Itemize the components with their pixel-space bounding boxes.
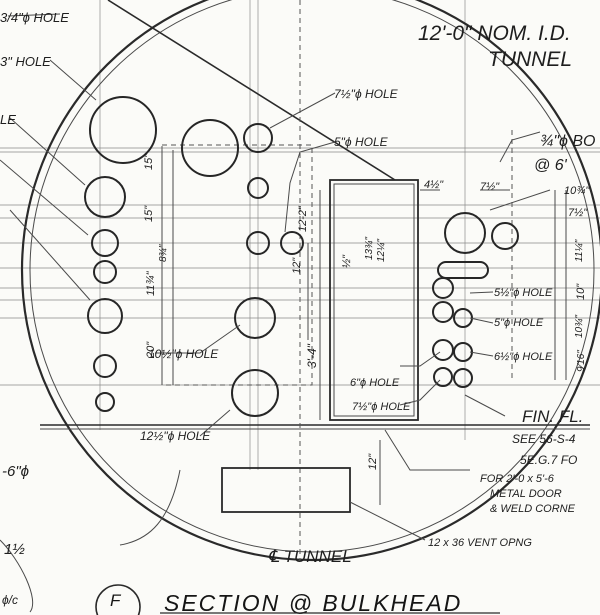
label-left-hole-2: 3" HOLE (0, 54, 51, 69)
hole-5-a (247, 177, 269, 199)
hole-6 (433, 367, 453, 387)
dim-4-12: 4½" (424, 179, 444, 191)
label-door-3: & WELD CORNE (490, 503, 576, 515)
hole-left-3 (93, 260, 117, 284)
label-left-dia: -6"ϕ (2, 463, 29, 480)
left-edge-hook (119, 469, 181, 546)
annotations: 3/4"ϕ HOLE 3" HOLE LE 12'-0" NOM. I.D. T… (0, 10, 595, 607)
hole-12-5 (231, 369, 279, 417)
holes (84, 96, 519, 417)
dim-7-12-b: 7½" (568, 207, 588, 219)
dim-20: 20" (145, 341, 157, 359)
label-hole-5-5a: 5½"ϕ HOLE (494, 287, 553, 299)
dim-7-12: 7½" (480, 181, 500, 193)
hole-5-b (246, 231, 270, 255)
dim-10: 10" (575, 283, 587, 300)
label-fin-fl: FIN. FL. (522, 407, 583, 426)
label-left-frac: 1½ (4, 541, 25, 558)
hole-left-6 (95, 392, 115, 412)
label-bolt-spacing: @ 6' (534, 157, 568, 174)
label-tunnel-word: TUNNEL (488, 48, 572, 71)
dim-3-4: 3'-4" (305, 343, 319, 368)
label-top-left-hole: 3/4"ϕ HOLE (0, 10, 69, 25)
section-marker-circle (95, 584, 141, 615)
hole-right-1 (444, 212, 486, 254)
dim-12: 12" (291, 257, 303, 274)
door-opening (329, 179, 419, 421)
section-title: SECTION @ BULKHEAD (164, 590, 462, 615)
label-hole-5: 5"ϕ HOLE (334, 135, 389, 149)
slot-right (437, 261, 489, 279)
hole-6-5b (453, 342, 473, 362)
diagonal-leader-line (107, 0, 396, 181)
hole-center-large (181, 119, 239, 177)
section-title-block: F SECTION @ BULKHEAD (95, 584, 500, 615)
dimension-lines (161, 150, 567, 505)
vent-opening (221, 467, 351, 513)
dim-half: ½" (341, 254, 353, 268)
leader-lines (0, 13, 551, 541)
door-opening-inner (333, 183, 415, 417)
hole-5-5a (432, 277, 454, 299)
label-bolt: ¾"ϕ BO (540, 133, 595, 150)
tunnel-outline (20, 0, 600, 562)
tunnel-inner-outline (29, 0, 595, 553)
label-centerline: ℄ TUNNEL (268, 547, 352, 566)
label-vent: 12 x 36 VENT OPNG (428, 537, 532, 549)
dim-13-34: 13¾" (364, 237, 375, 260)
left-edge-curve (0, 539, 34, 613)
label-hole-5b: 5"ϕ HOLE (494, 317, 544, 329)
dim-11-34: 11¾" (145, 270, 157, 296)
label-hole-7-5b: 7½"ϕ HOLE (352, 401, 411, 413)
dim-15-a: 15" (143, 153, 155, 170)
hole-6-5a (432, 339, 454, 361)
dim-10-34: 10¾" (564, 185, 590, 197)
dim-12-14: 12¼" (375, 239, 387, 262)
label-left-bottom: ϕ/c (2, 593, 18, 607)
dim-8-34: 8¾" (158, 244, 169, 262)
label-door-2: METAL DOOR (490, 488, 562, 500)
hole-7-5a (243, 123, 273, 153)
hole-left-2 (91, 229, 119, 257)
hole-3-4 (89, 96, 157, 164)
label-hole-6: 6"ϕ HOLE (350, 377, 400, 389)
label-door-1: FOR 2'-0 x 5'-6 (480, 473, 555, 485)
label-see-ref: SEE 56-S-4 (512, 432, 576, 446)
label-hole-10-5: 10½"ϕ HOLE (148, 347, 219, 361)
dim-15-b: 15" (143, 205, 155, 222)
dim-10-34-b: 10¾" (574, 315, 585, 338)
dim-11-14: 11¼" (573, 239, 585, 262)
hole-left-5 (93, 354, 117, 378)
hole-10-5 (234, 297, 276, 339)
label-tunnel-dia: 12'-0" NOM. I.D. (418, 22, 571, 45)
dim-12-b: 12" (367, 453, 379, 470)
label-hole-6-5: 6½"ϕ HOLE (494, 351, 553, 363)
hole-right-2 (491, 222, 519, 250)
hole-5-5b (432, 301, 454, 323)
label-left-hole-3: LE (0, 112, 16, 127)
hole-left-4 (87, 298, 123, 334)
hole-7-5b (453, 368, 473, 388)
dim-12-2: 12-2" (297, 205, 309, 232)
label-ref-sheet: 5E.G.7 FO (520, 453, 577, 467)
hole-left-1 (84, 176, 126, 218)
section-marker-letter: F (110, 591, 122, 610)
dim-9-16: 9⁄16" (576, 350, 587, 372)
hole-5-c (280, 231, 304, 255)
label-hole-12-5: 12½"ϕ HOLE (140, 429, 211, 443)
label-hole-7-5: 7½"ϕ HOLE (334, 87, 399, 101)
